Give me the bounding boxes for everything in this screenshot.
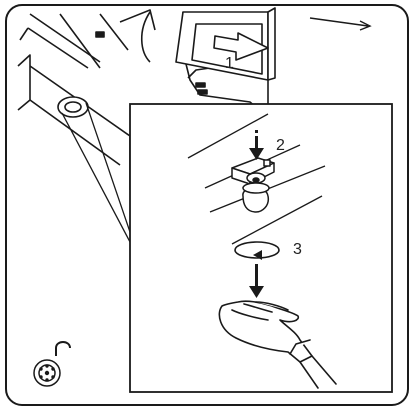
detail-leader-lines	[62, 103, 130, 242]
step-2-number: 2	[276, 137, 285, 154]
detail-inset	[130, 104, 392, 392]
step-1-number: 1	[225, 55, 234, 72]
motion-line	[310, 18, 370, 30]
unlocked-padlock-icon	[34, 342, 70, 386]
step-3-number: 3	[293, 241, 302, 258]
